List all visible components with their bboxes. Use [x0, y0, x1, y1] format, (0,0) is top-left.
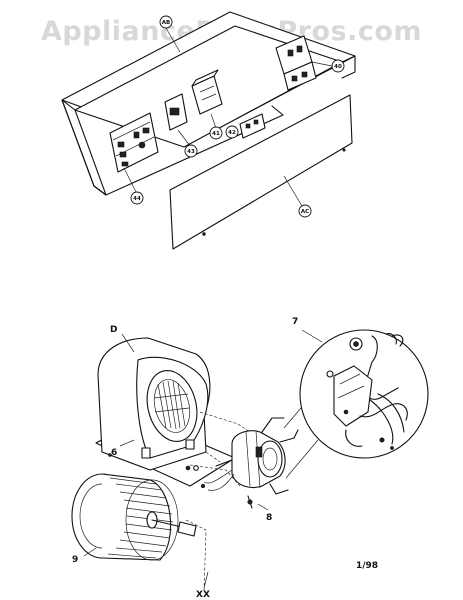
blower-wheel [71, 473, 197, 561]
blower-motor [193, 417, 299, 509]
blower-housing [95, 337, 236, 487]
terminal-block-42 [239, 113, 266, 139]
callout-42: 42 [225, 125, 239, 139]
callout-d: D [110, 325, 117, 335]
svg-text:43: 43 [187, 149, 195, 155]
callout-41: 41 [209, 126, 223, 140]
callout-43: 43 [184, 144, 198, 158]
detail-circle-7 [283, 329, 429, 479]
svg-text:AC: AC [301, 209, 309, 215]
inlet-wheel-vanes [153, 379, 191, 433]
svg-text:41: 41 [212, 131, 220, 137]
svg-text:40: 40 [334, 64, 342, 70]
callout-ab: AB [159, 15, 173, 29]
control-board [109, 112, 159, 173]
relay-43 [164, 93, 191, 147]
cover-panel-ac [169, 94, 353, 250]
callout-ac: AC [298, 204, 312, 218]
svg-text:44: 44 [133, 196, 141, 202]
callout-8: 8 [266, 513, 272, 523]
callout-40: 40 [331, 59, 345, 73]
svg-text:AB: AB [162, 20, 170, 26]
date-code: 1/98 [356, 561, 378, 571]
svg-text:42: 42 [228, 130, 236, 136]
contactor-40 [275, 35, 333, 91]
transformer-41 [191, 69, 223, 129]
callout-9: 9 [72, 555, 78, 565]
callout-xx: XX [196, 590, 210, 600]
callout-44: 44 [130, 191, 144, 205]
callout-6: 6 [111, 448, 117, 458]
callout-7: 7 [292, 317, 298, 327]
